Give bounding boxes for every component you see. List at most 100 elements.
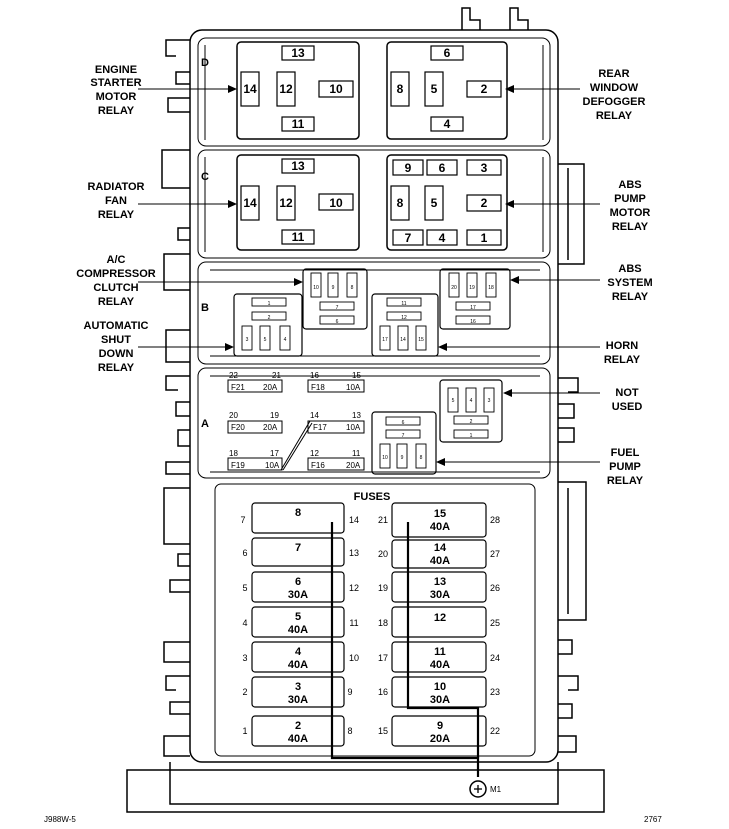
minifuse-f21: 22 21 F21 20A xyxy=(229,371,281,392)
svg-text:22: 22 xyxy=(490,726,500,736)
svg-text:8: 8 xyxy=(347,726,352,736)
svg-text:2: 2 xyxy=(470,419,473,425)
svg-text:9: 9 xyxy=(437,720,443,732)
svg-text:FAN: FAN xyxy=(105,195,127,207)
svg-text:20A: 20A xyxy=(263,383,278,392)
callout-fuel-pump-relay: FUEL PUMP RELAY xyxy=(607,447,644,487)
svg-text:RELAY: RELAY xyxy=(612,291,649,303)
svg-text:25: 25 xyxy=(490,618,500,628)
fuse-left-7: 1 2 40A 8 xyxy=(242,720,352,745)
minifuse-f16: 12 11 F16 20A xyxy=(310,449,361,470)
svg-text:11: 11 xyxy=(292,230,305,244)
svg-text:40A: 40A xyxy=(430,555,450,567)
minifuse-f19: 18 17 F19 10A xyxy=(229,449,280,470)
svg-text:RADIATOR: RADIATOR xyxy=(87,181,144,193)
svg-text:2: 2 xyxy=(268,315,271,321)
housing xyxy=(189,29,559,763)
asd-relay-terminals: 1 2 3 5 4 xyxy=(246,301,287,343)
svg-text:WINDOW: WINDOW xyxy=(590,82,639,94)
svg-text:30A: 30A xyxy=(288,589,308,601)
svg-text:20: 20 xyxy=(378,549,388,559)
svg-text:NOT: NOT xyxy=(615,387,639,399)
svg-text:30A: 30A xyxy=(288,694,308,706)
svg-text:7: 7 xyxy=(336,305,339,311)
relay-d-left-terminals: 13 14 12 10 11 xyxy=(243,46,343,131)
svg-text:3: 3 xyxy=(246,337,249,343)
svg-text:12: 12 xyxy=(349,583,359,593)
svg-text:11: 11 xyxy=(434,646,446,658)
svg-text:19: 19 xyxy=(378,583,388,593)
svg-text:18: 18 xyxy=(378,618,388,628)
svg-text:13: 13 xyxy=(434,576,446,588)
svg-text:F20: F20 xyxy=(231,423,245,432)
fuses-heading: FUSES xyxy=(354,491,391,503)
svg-text:11: 11 xyxy=(401,301,406,307)
svg-text:3: 3 xyxy=(295,681,301,693)
minifuse-f18: 16 15 F18 10A xyxy=(310,371,361,392)
svg-text:40A: 40A xyxy=(430,659,450,671)
fuse-left-6: 2 3 30A 9 xyxy=(242,681,352,706)
svg-text:8: 8 xyxy=(397,82,404,96)
svg-text:14: 14 xyxy=(310,411,319,420)
svg-text:5: 5 xyxy=(264,337,267,343)
svg-text:8: 8 xyxy=(397,196,404,210)
svg-text:40A: 40A xyxy=(288,659,308,671)
fuel-pump-relay-terminals: 6 7 10 9 8 xyxy=(382,420,422,461)
ground-m1-label: M1 xyxy=(490,785,502,794)
svg-text:17: 17 xyxy=(270,449,279,458)
svg-text:20: 20 xyxy=(229,411,238,420)
minifuse-f20: 20 19 F20 20A xyxy=(229,411,279,432)
svg-text:11: 11 xyxy=(352,449,361,458)
horn-relay-terminals: 11 12 17 14 15 xyxy=(382,301,424,343)
svg-text:40A: 40A xyxy=(288,733,308,745)
svg-text:F17: F17 xyxy=(313,423,327,432)
svg-text:19: 19 xyxy=(469,285,475,291)
svg-text:RELAY: RELAY xyxy=(98,105,135,117)
svg-text:16: 16 xyxy=(310,371,319,380)
svg-text:F16: F16 xyxy=(311,461,325,470)
svg-text:5: 5 xyxy=(431,82,438,96)
svg-text:ABS: ABS xyxy=(618,263,641,275)
svg-text:22: 22 xyxy=(229,371,238,380)
svg-text:USED: USED xyxy=(612,401,643,413)
svg-text:1: 1 xyxy=(268,301,271,307)
callout-automatic-shut-down-relay: AUTOMATIC SHUT DOWN RELAY xyxy=(84,320,149,374)
callout-abs-pump-motor-relay: ABS PUMP MOTOR RELAY xyxy=(610,179,651,233)
svg-text:13: 13 xyxy=(291,46,305,60)
fuse-left-5: 3 4 40A 10 xyxy=(242,646,359,671)
svg-text:DEFOGGER: DEFOGGER xyxy=(583,96,646,108)
fuse-right-2: 20 14 40A 27 xyxy=(378,542,500,567)
svg-text:8: 8 xyxy=(351,285,354,291)
svg-text:13: 13 xyxy=(291,159,305,173)
svg-text:CLUTCH: CLUTCH xyxy=(93,282,138,294)
svg-text:20A: 20A xyxy=(346,461,361,470)
svg-text:17: 17 xyxy=(470,305,476,311)
svg-text:12: 12 xyxy=(310,449,319,458)
svg-text:16: 16 xyxy=(470,319,476,325)
section-d-label: D xyxy=(201,57,209,69)
fuse-left-2: 6 7 13 xyxy=(242,542,359,558)
svg-text:17: 17 xyxy=(378,653,388,663)
svg-text:3: 3 xyxy=(488,398,491,404)
svg-text:HORN: HORN xyxy=(606,340,638,352)
svg-text:7: 7 xyxy=(240,515,245,525)
section-c-label: C xyxy=(201,171,209,183)
svg-text:2: 2 xyxy=(242,687,247,697)
svg-text:14: 14 xyxy=(434,542,447,554)
svg-text:FUEL: FUEL xyxy=(611,447,640,459)
svg-text:6: 6 xyxy=(439,161,446,175)
svg-text:7: 7 xyxy=(402,433,405,439)
svg-text:10A: 10A xyxy=(346,423,361,432)
svg-text:9: 9 xyxy=(347,687,352,697)
svg-text:40A: 40A xyxy=(288,624,308,636)
svg-text:10: 10 xyxy=(434,681,446,693)
fuse-right-6: 16 10 30A 23 xyxy=(378,681,500,706)
svg-text:PUMP: PUMP xyxy=(609,461,641,473)
svg-text:21: 21 xyxy=(378,515,388,525)
svg-text:28: 28 xyxy=(490,515,500,525)
svg-text:14: 14 xyxy=(243,82,257,96)
svg-text:MOTOR: MOTOR xyxy=(96,91,137,103)
svg-text:14: 14 xyxy=(400,337,406,343)
relay-c-right-terminals: 9 6 3 8 5 2 7 4 1 xyxy=(397,161,488,245)
callout-radiator-fan-relay: RADIATOR FAN RELAY xyxy=(87,181,144,221)
